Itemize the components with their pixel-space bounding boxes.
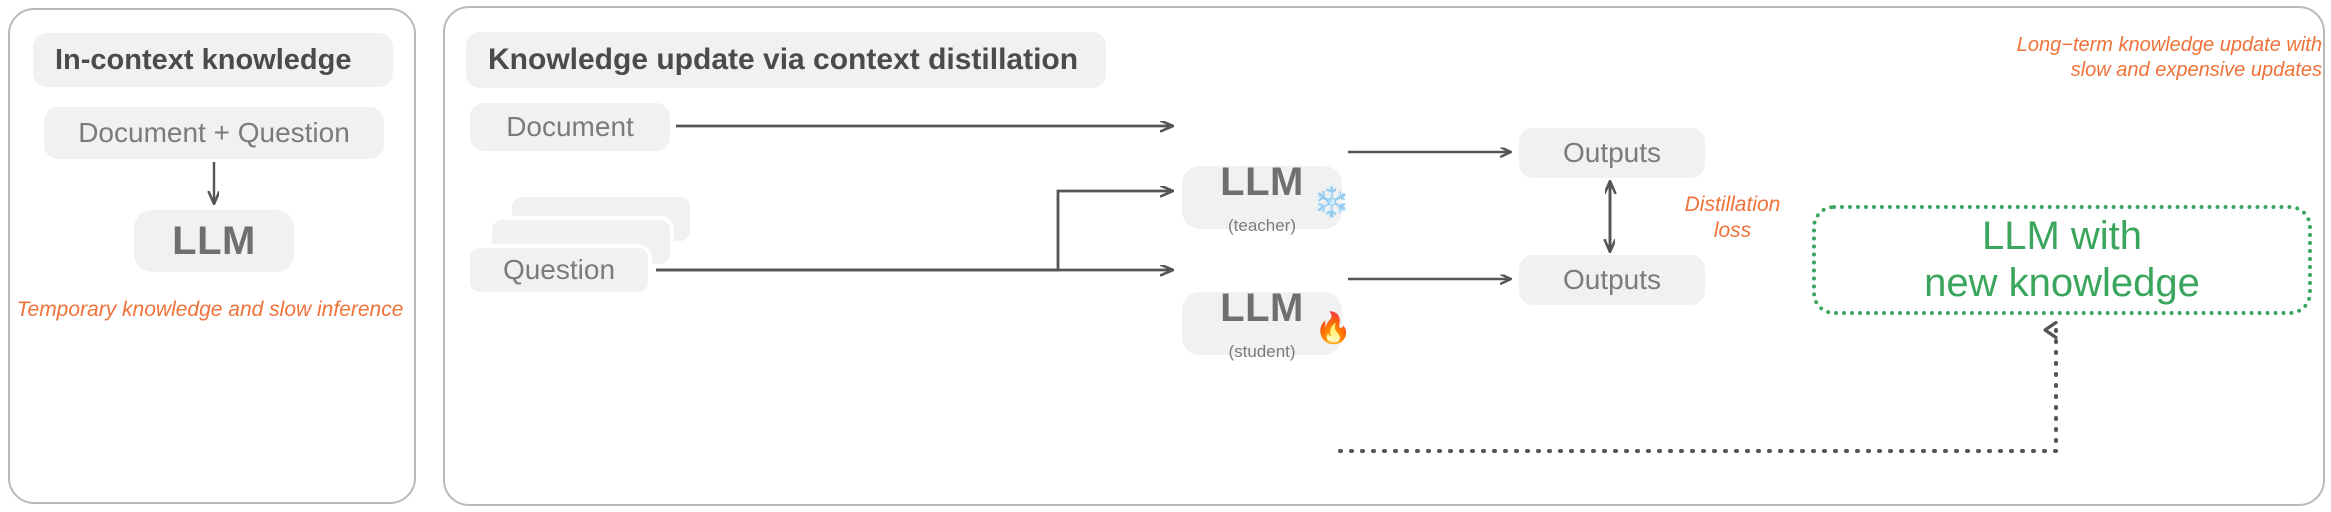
outputs-chip-student: Outputs <box>1519 255 1705 305</box>
right-panel-caption-line1: Long−term knowledge update with <box>2016 34 2322 56</box>
right-panel-header-chip: Knowledge update via context distillatio… <box>466 32 1106 88</box>
result-line1: LLM with <box>1981 213 2143 258</box>
left-llm-label: LLM <box>172 219 256 263</box>
left-llm-box: LLM <box>134 210 294 272</box>
student-llm-box: LLM (student) 🔥 <box>1182 288 1352 360</box>
fire-icon: 🔥 <box>1314 312 1352 345</box>
question-card-front: Question <box>466 244 652 296</box>
left-panel-header-chip: In-context knowledge <box>33 33 393 87</box>
document-question-chip: Document + Question <box>44 107 384 159</box>
snowflake-icon: ❄️ <box>1312 186 1350 219</box>
result-line2: new knowledge <box>1924 261 2200 305</box>
teacher-llm-title: LLM <box>1220 159 1304 204</box>
right-panel-caption-line2: slow and expensive updates <box>2070 59 2322 81</box>
left-panel-caption: Temporary knowledge and slow inference <box>16 298 404 321</box>
student-llm-title: LLM <box>1220 285 1304 330</box>
right-panel-caption: Long−term knowledge update with slow and… <box>1830 33 2322 83</box>
teacher-llm-subtitle: (teacher) <box>1227 215 1297 235</box>
distillation-loss-line1: Distillation <box>1684 193 1781 216</box>
student-llm-subtitle: (student) <box>1228 341 1296 361</box>
teacher-llm-box: LLM (teacher) ❄️ <box>1182 162 1350 234</box>
distillation-loss-label: Distillation loss <box>1650 192 1815 245</box>
distillation-loss-line2: loss <box>1713 219 1752 243</box>
llm-with-new-knowledge-box: LLM with new knowledge <box>1812 205 2312 315</box>
outputs-chip-teacher: Outputs <box>1519 128 1705 178</box>
document-chip: Document <box>470 103 670 151</box>
